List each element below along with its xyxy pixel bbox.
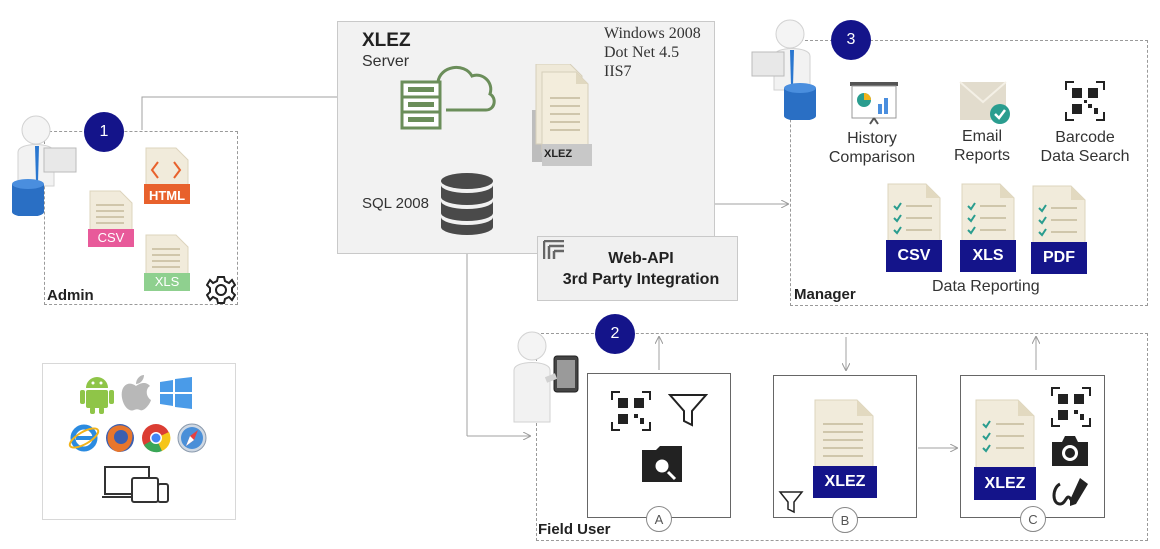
devices-icon xyxy=(102,466,169,503)
admin-label: Admin xyxy=(47,287,94,304)
panel-c-signature-icon[interactable] xyxy=(1050,474,1092,514)
panel-b-filter-icon[interactable] xyxy=(778,490,804,514)
csv-file-label: CSV xyxy=(97,230,125,245)
server-spec-dotnet: Dot Net 4.5 xyxy=(604,44,680,61)
field-user-person-icon xyxy=(513,331,579,423)
feature-barcode-line1: Barcode xyxy=(1055,129,1115,146)
panel-a-qr-icon[interactable] xyxy=(610,390,652,432)
panel-c-qr-icon[interactable] xyxy=(1050,386,1092,428)
panel-c-camera-icon[interactable] xyxy=(1050,434,1090,468)
xlez-docs-icon xyxy=(532,64,592,166)
xls-file-label: XLS xyxy=(154,274,180,289)
panel-c-letter: C xyxy=(1020,506,1046,532)
sql-label: SQL 2008 xyxy=(362,195,429,212)
windows-icon xyxy=(160,377,192,409)
feature-barcode-line2: Data Search xyxy=(1040,148,1130,165)
field-user-badge: 2 xyxy=(595,314,635,354)
webapi-line2: 3rd Party Integration xyxy=(562,271,720,288)
panel-b-doc-icon xyxy=(814,399,874,469)
email-icon xyxy=(959,81,1010,124)
admin-box xyxy=(44,131,238,305)
panel-a-letter: A xyxy=(646,506,672,532)
apple-icon xyxy=(121,375,151,411)
android-icon xyxy=(80,377,114,414)
manager-person-icon xyxy=(751,19,816,120)
panel-a-search-folder-icon[interactable] xyxy=(640,442,686,484)
panel-b-xlez-tag[interactable]: XLEZ xyxy=(813,466,877,498)
webapi-logo-icon xyxy=(543,240,564,259)
panel-b-letter: B xyxy=(832,507,858,533)
csv-file-icon xyxy=(88,190,134,247)
qr-code-icon xyxy=(1065,81,1105,121)
feature-email-line2: Reports xyxy=(953,147,1011,164)
platforms-box xyxy=(42,363,236,520)
field-user-box xyxy=(536,333,1148,541)
feature-barcode: Barcode Data Search xyxy=(1034,128,1136,166)
webapi-text: Web-API 3rd Party Integration xyxy=(537,248,745,290)
feature-history-line1: History xyxy=(847,130,897,147)
html-file-label: HTML xyxy=(148,188,186,203)
data-reporting-label: Data Reporting xyxy=(932,278,1040,295)
manager-label: Manager xyxy=(794,286,856,303)
server-specs: Windows 2008 Dot Net 4.5 IIS7 xyxy=(604,24,701,81)
feature-history: History Comparison xyxy=(822,129,922,167)
xls-file-icon xyxy=(144,234,190,291)
manager-badge: 3 xyxy=(831,20,871,60)
admin-person-icon xyxy=(12,115,77,216)
report-csv-tag[interactable]: CSV xyxy=(886,240,942,272)
webapi-line1: Web-API xyxy=(608,250,674,267)
safari-icon xyxy=(177,423,207,453)
html-file-icon xyxy=(144,147,190,204)
report-xls-tag[interactable]: XLS xyxy=(960,240,1016,272)
server-spec-iis: IIS7 xyxy=(604,63,632,80)
internet-explorer-icon xyxy=(68,424,100,452)
xls-report-doc-icon xyxy=(961,183,1015,253)
server-box xyxy=(337,21,715,254)
firefox-icon xyxy=(106,424,134,452)
database-icon xyxy=(441,173,493,235)
chrome-icon xyxy=(142,424,171,453)
feature-email: Email Reports xyxy=(932,127,1032,165)
server-subtitle: Server xyxy=(362,53,410,70)
server-title: XLEZ xyxy=(362,30,411,51)
panel-c-doc-icon xyxy=(975,399,1035,469)
history-chart-icon xyxy=(850,82,898,125)
webapi-box xyxy=(537,236,738,301)
panel-c-xlez-tag[interactable]: XLEZ xyxy=(974,467,1036,500)
report-pdf-tag[interactable]: PDF xyxy=(1031,242,1087,274)
panel-a-filter-icon[interactable] xyxy=(668,393,708,429)
cloud-server-icon xyxy=(400,66,496,130)
field-user-label: Field User xyxy=(538,521,611,538)
feature-history-line2: Comparison xyxy=(828,149,916,166)
feature-email-line1: Email xyxy=(961,128,1002,145)
manager-box xyxy=(790,40,1148,306)
server-spec-os: Windows 2008 xyxy=(604,25,701,42)
admin-badge: 1 xyxy=(84,112,124,152)
gear-icon[interactable] xyxy=(206,275,236,305)
server-doc-label: XLEZ xyxy=(544,148,573,160)
